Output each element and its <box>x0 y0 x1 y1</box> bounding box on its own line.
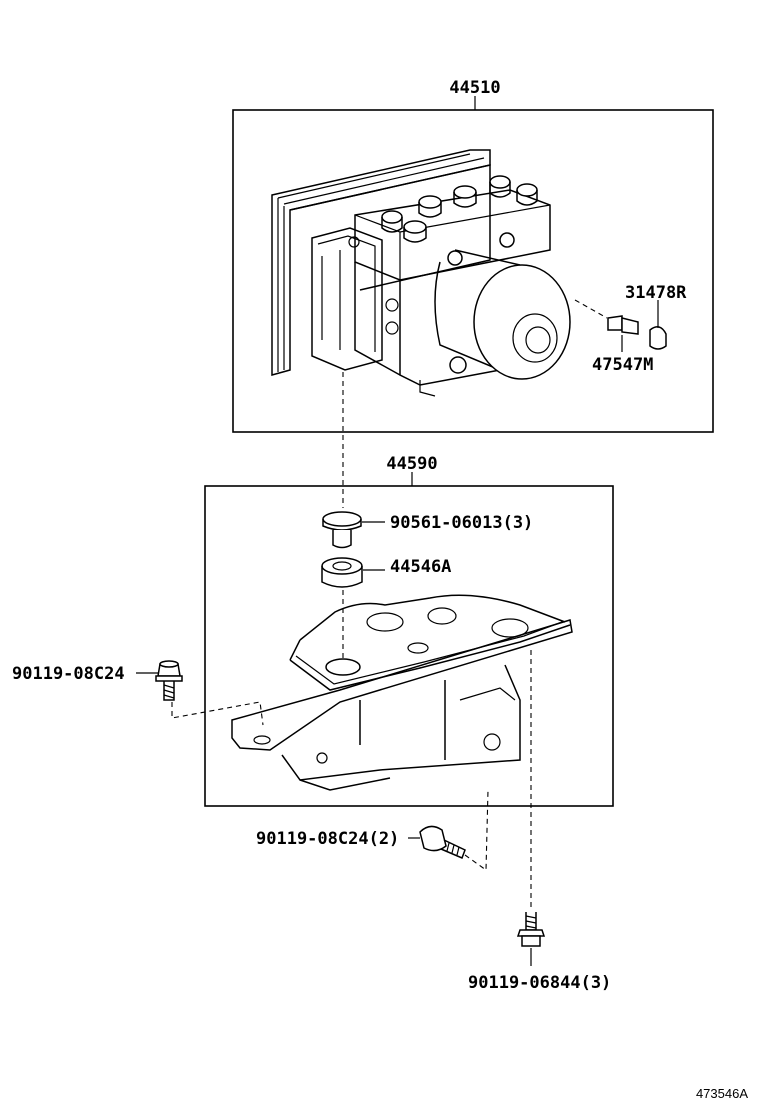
actuator-assy-frame <box>232 109 714 433</box>
label-bolt-lower[interactable]: 90119-08C24(2) <box>256 829 399 849</box>
bolt-bottom-part <box>516 912 546 947</box>
port-bosses <box>381 175 538 243</box>
bolt-left-part <box>155 660 183 701</box>
label-bolt-bottom[interactable]: 90119-06844(3) <box>468 973 611 993</box>
cushion-part <box>321 557 363 588</box>
bolt-lower-part <box>419 825 466 859</box>
collar-part <box>322 511 362 549</box>
label-bolt-left[interactable]: 90119-08C24 <box>12 664 125 684</box>
label-47547M[interactable]: 47547M <box>592 355 653 375</box>
cap-part <box>649 326 667 350</box>
bleeder-plug-part <box>574 299 639 335</box>
pump-motor <box>434 232 571 380</box>
label-44510[interactable]: 44510 <box>449 78 500 98</box>
bracket-drawing <box>231 594 573 791</box>
label-31478R[interactable]: 31478R <box>625 283 687 303</box>
label-44590[interactable]: 44590 <box>386 454 437 474</box>
abs-actuator-drawing <box>271 149 571 397</box>
figure-reference-code: 473546A <box>696 1086 748 1101</box>
label-44546A[interactable]: 44546A <box>390 557 451 577</box>
bracket-assy-frame <box>204 485 614 807</box>
label-collar[interactable]: 90561-06013(3) <box>390 513 533 533</box>
